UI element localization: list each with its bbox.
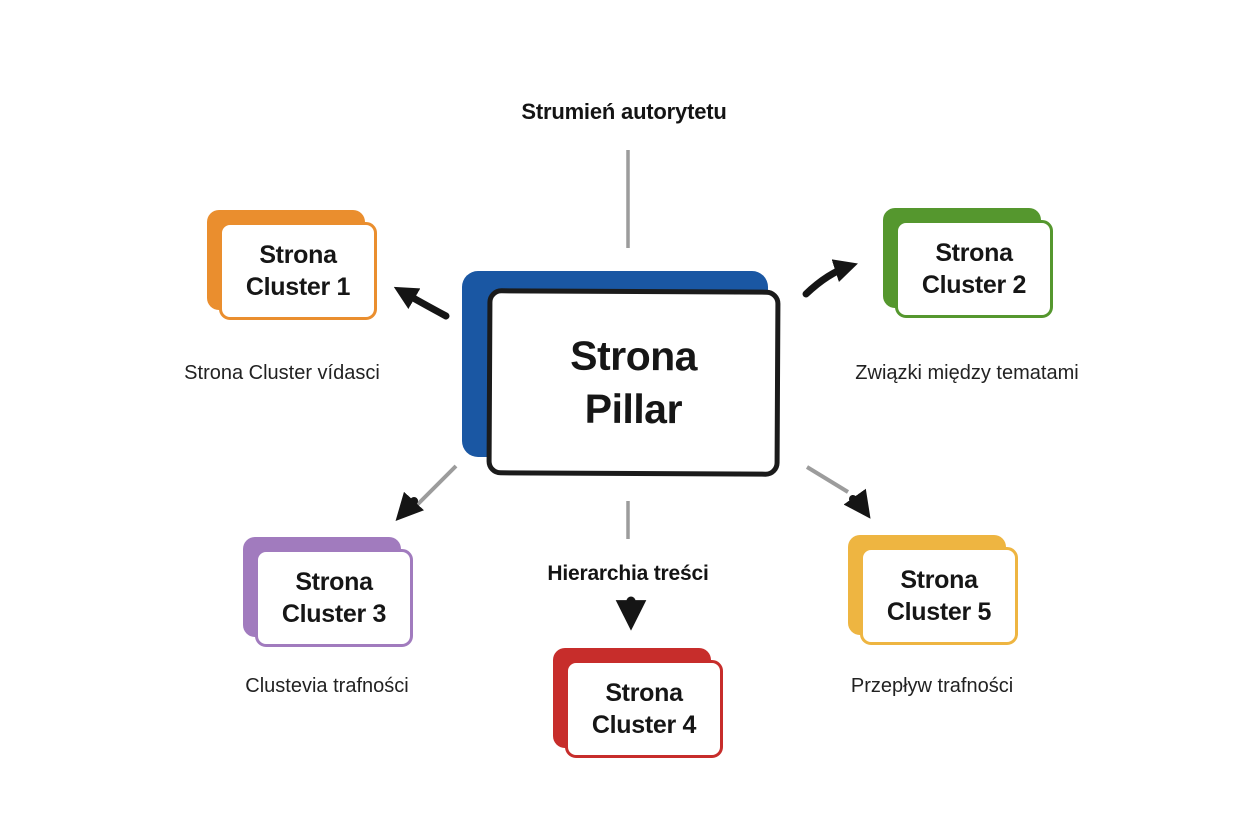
node-cluster-4: Strona Cluster 4	[553, 648, 725, 760]
arrowhead-to-cluster3	[395, 491, 424, 521]
node-cluster-1-card: Strona Cluster 1	[219, 222, 377, 320]
caption-cluster-2: Związki między tematami	[855, 362, 1079, 384]
node-pillar-card: Strona Pillar	[486, 288, 781, 477]
node-cluster-3: Strona Cluster 3	[243, 537, 415, 649]
arrowhead-to-cluster5	[843, 488, 871, 519]
node-cluster-1: Strona Cluster 1	[207, 210, 379, 322]
caption-cluster-3: Clustevia trafności	[245, 675, 409, 697]
node-cluster-3-label-line2: Cluster 3	[281, 600, 387, 628]
caption-cluster-1: Strona Cluster vídasci	[184, 362, 380, 384]
node-cluster-2-label-line2: Cluster 2	[921, 271, 1027, 299]
hierarchy-edge-label: Hierarchia treści	[547, 562, 709, 585]
diagram-title: Strumień autorytetu	[521, 99, 727, 124]
node-cluster-4-card: Strona Cluster 4	[565, 660, 723, 758]
connector-to-cluster5	[805, 465, 850, 494]
node-cluster-5: Strona Cluster 5	[848, 535, 1020, 647]
node-cluster-1-label-line2: Cluster 1	[245, 273, 351, 301]
node-cluster-3-card: Strona Cluster 3	[255, 549, 413, 647]
node-pillar-page: Strona Pillar	[462, 271, 782, 477]
node-cluster-4-label-line1: Strona	[605, 679, 683, 707]
connector-to-cluster3	[415, 464, 458, 507]
node-cluster-1-label-line1: Strona	[259, 241, 337, 269]
node-pillar-label-line2: Pillar	[584, 385, 683, 432]
caption-cluster-5: Przepływ trafności	[850, 675, 1014, 697]
node-cluster-2-label-line1: Strona	[935, 239, 1013, 267]
node-cluster-2: Strona Cluster 2	[883, 208, 1055, 320]
arrow-to-cluster2	[802, 259, 858, 298]
node-cluster-5-card: Strona Cluster 5	[860, 547, 1018, 645]
node-cluster-5-label-line2: Cluster 5	[886, 598, 992, 626]
node-cluster-5-label-line1: Strona	[900, 566, 978, 594]
node-cluster-3-label-line1: Strona	[295, 568, 373, 596]
node-pillar-label-line1: Strona	[570, 332, 698, 380]
arrow-to-cluster1	[393, 286, 450, 320]
node-cluster-2-card: Strona Cluster 2	[895, 220, 1053, 318]
node-cluster-4-label-line2: Cluster 4	[591, 711, 697, 739]
